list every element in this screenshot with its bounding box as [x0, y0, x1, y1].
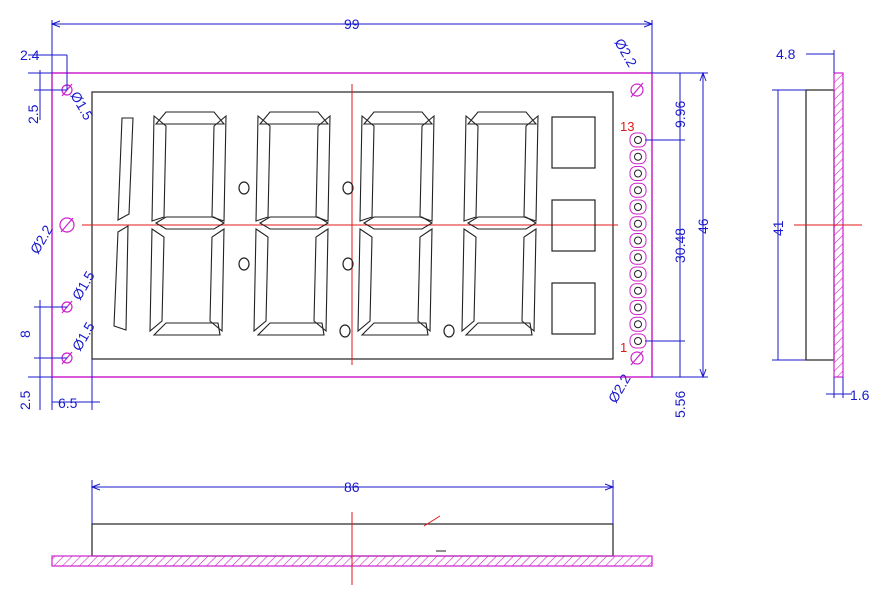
front-view — [28, 20, 708, 410]
pin-pad-2 — [629, 316, 647, 332]
digit-3-seg-g — [362, 216, 434, 230]
digit-2-seg-d — [256, 322, 325, 336]
dim-side-pcb-thickness: 1.6 — [850, 387, 870, 403]
dim-left-offset: 6.5 — [58, 395, 78, 411]
pin-hole-7 — [634, 236, 642, 245]
pin-hole-12 — [634, 152, 642, 161]
digit-0-seg-c — [113, 225, 129, 331]
pin-pad-11 — [629, 166, 647, 181]
pin-hole-5 — [634, 270, 642, 278]
hole-top-right — [630, 83, 644, 97]
dim-pin-top-offset: 9.96 — [672, 101, 688, 128]
colon-dot-lower-1 — [238, 257, 250, 271]
pin-pad-3 — [629, 300, 647, 315]
digit-3-seg-e — [357, 227, 373, 333]
digit-1-seg-f — [151, 114, 167, 222]
digit-2-seg-a — [258, 111, 330, 125]
pin-hole-9 — [634, 203, 642, 211]
digit-3-seg-a — [362, 111, 434, 125]
digit-3-seg-c — [417, 227, 433, 333]
pin-pad-5 — [629, 266, 647, 282]
digit-1-seg-g — [154, 216, 226, 230]
digit-1-seg-b — [211, 114, 227, 222]
pin-hole-4 — [634, 286, 642, 295]
pin-pad-8 — [629, 216, 647, 232]
icon-square-bottom — [551, 282, 596, 335]
digit-4-seg-f — [463, 114, 479, 222]
seven-segment-digits — [113, 111, 539, 336]
dim-hole-spacing: 8 — [17, 330, 33, 338]
digit-1-seg-a — [154, 111, 226, 125]
pin-hole-11 — [634, 169, 642, 178]
digit-4-seg-b — [523, 114, 539, 222]
pin-pad-9 — [629, 199, 647, 215]
pin-pad-4 — [629, 283, 647, 299]
digit-4-seg-c — [521, 227, 537, 333]
dim-overall-height: 46 — [695, 218, 711, 234]
digit-2-seg-g — [258, 216, 330, 230]
dim-side-window-height: 41 — [770, 220, 786, 236]
digit-4-seg-d — [464, 322, 533, 336]
digit-2-seg-c — [313, 227, 329, 333]
digit-4-seg-g — [466, 216, 538, 230]
pin-hole-6 — [634, 253, 642, 262]
digit-1-seg-c — [209, 227, 225, 333]
dim-bottom-length: 86 — [344, 479, 360, 495]
digit-2-seg-f — [255, 114, 271, 222]
digit-1-seg-d — [152, 322, 221, 336]
icon-square-middle — [551, 199, 596, 252]
digit-3-seg-f — [359, 114, 375, 222]
dots — [238, 181, 455, 338]
front-dimension-lines — [28, 20, 708, 410]
digit-3-seg-b — [419, 114, 435, 222]
pin-row — [629, 132, 647, 349]
dim-overall-width: 99 — [344, 16, 360, 32]
dim-bottom-margin: 2.5 — [17, 390, 33, 410]
pin-13-label: 13 — [620, 119, 634, 134]
pin-pad-10 — [629, 182, 647, 198]
pcb-outline — [51, 72, 653, 378]
colon-dot-lower-2 — [342, 257, 354, 271]
dim-side-thickness: 4.8 — [776, 46, 796, 62]
pin-hole-2 — [634, 320, 642, 329]
hole-left-center — [59, 217, 75, 233]
digit-0-seg-b — [117, 117, 134, 221]
label-hole-bottom-right: Ø2.2 — [605, 371, 634, 405]
pin-pad-1 — [629, 333, 647, 349]
pin-hole-13 — [634, 136, 642, 144]
pin-hole-10 — [634, 186, 642, 195]
pin-pad-6 — [629, 249, 647, 265]
side-view — [772, 50, 862, 398]
label-hole-top-right: Ø2.2 — [611, 36, 640, 70]
digit-4-seg-a — [466, 111, 538, 125]
digit-3-seg-d — [360, 322, 429, 336]
dim-pin-bottom-offset: 5.56 — [672, 391, 688, 418]
digit-2-seg-b — [315, 114, 331, 222]
label-hole-left-mid: Ø1.5 — [69, 268, 98, 302]
decimal-point-1 — [339, 324, 351, 338]
decimal-point-2 — [443, 324, 455, 338]
icon-square-top — [551, 116, 596, 169]
label-hole-left-bottom: Ø1.5 — [69, 319, 98, 353]
digit-2-seg-e — [253, 227, 269, 333]
bottom-view — [51, 480, 653, 585]
pin-hole-8 — [634, 219, 642, 228]
pin-pad-7 — [629, 233, 647, 248]
dim-hole-offset-top: 2.5 — [25, 104, 41, 124]
pin-hole-1 — [634, 337, 642, 345]
pin-1-label: 1 — [620, 340, 627, 355]
dim-pin-span: 30.48 — [672, 228, 688, 263]
digit-4-seg-e — [461, 227, 477, 333]
colon-dot-upper-1 — [238, 181, 250, 195]
hole-bottom-right — [630, 351, 644, 365]
pin-hole-3 — [634, 303, 642, 312]
dim-top-margin: 2.4 — [20, 47, 40, 63]
pin-pad-13 — [629, 132, 647, 148]
pin-pad-12 — [629, 149, 647, 165]
digit-1-seg-e — [149, 227, 165, 333]
colon-dot-upper-2 — [342, 181, 354, 195]
